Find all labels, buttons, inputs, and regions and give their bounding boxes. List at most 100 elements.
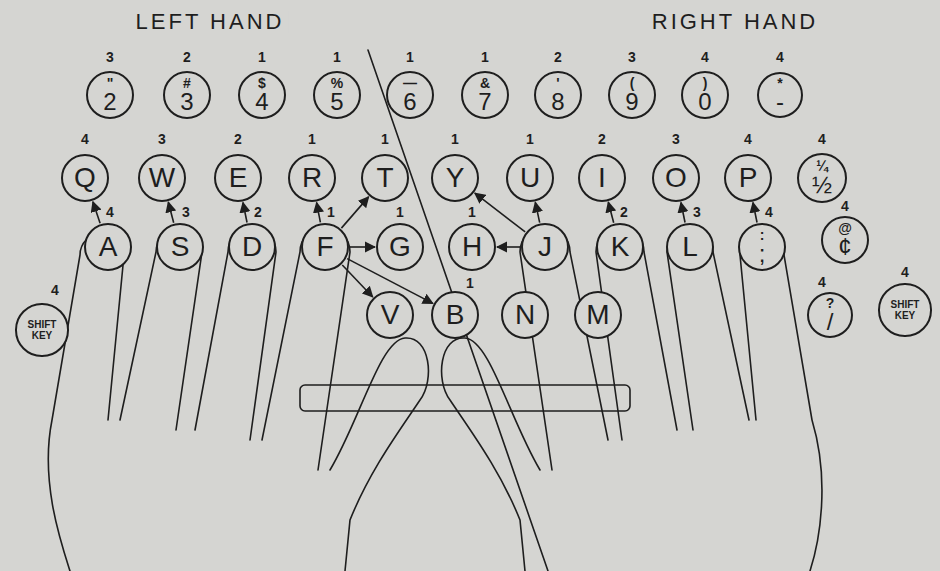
hand-heading: RIGHT HAND [648, 11, 823, 33]
key-legend: * [777, 76, 782, 90]
key-legend: A [99, 233, 118, 261]
key-cap: R [288, 154, 336, 202]
key-legend: ¼ [816, 159, 828, 173]
reach-arrow [497, 246, 520, 248]
key-legend: — [403, 76, 417, 90]
key-cap: P [724, 154, 772, 202]
reach-arrow [681, 203, 685, 223]
key-legend: 4 [255, 90, 268, 114]
reach-arrow [753, 203, 757, 223]
finger-number: 1 [449, 132, 461, 146]
key-legend: O [665, 164, 687, 192]
key-legend: E [229, 164, 248, 192]
key-cap: SHIFT KEY [878, 283, 932, 337]
key-cap: D [228, 223, 276, 271]
finger-number: 3 [670, 132, 682, 146]
key-legend: ) [703, 76, 708, 90]
key-legend: 7 [478, 90, 491, 114]
left-hand [48, 227, 428, 571]
finger-number: 1 [325, 205, 337, 219]
finger-number: 4 [774, 50, 786, 64]
key-legend: L [682, 233, 698, 261]
key-cap: V [366, 291, 414, 339]
key-cap: H [448, 223, 496, 271]
finger-number: 1 [379, 132, 391, 146]
key-cap: ?/ [807, 292, 854, 339]
key-cap: ¼½ [797, 153, 848, 204]
finger-number: 4 [79, 132, 91, 146]
key-legend: S [171, 233, 190, 261]
finger-number: 1 [331, 50, 343, 64]
finger-number: 1 [256, 50, 268, 64]
key-cap: '8 [534, 71, 582, 119]
key-legend: ( [630, 76, 635, 90]
key-legend: Q [74, 164, 96, 192]
finger-number: 1 [394, 205, 406, 219]
key-cap: O [652, 154, 700, 202]
key-legend: D [242, 233, 262, 261]
finger-number: 3 [626, 50, 638, 64]
key-legend: V [381, 301, 400, 329]
key-legend: ¢ [838, 235, 851, 259]
key-legend: ½ [812, 173, 832, 197]
finger-number: 4 [763, 205, 775, 219]
key-cap: SHIFT KEY [15, 303, 69, 357]
key-legend: 2 [103, 90, 116, 114]
key-legend: " [107, 76, 114, 90]
key-cap: Q [61, 154, 109, 202]
reach-arrow [535, 202, 539, 222]
key-cap: G [376, 223, 424, 271]
key-legend: B [446, 301, 465, 329]
hand-heading: LEFT HAND [132, 11, 289, 33]
key-legend: T [376, 164, 393, 192]
key-cap: L [666, 223, 714, 271]
key-cap: N [501, 291, 549, 339]
finger-number: 2 [232, 132, 244, 146]
key-legend: 0 [698, 90, 711, 114]
space-bar [300, 385, 630, 411]
key-cap: E [214, 154, 262, 202]
reach-arrow [168, 202, 173, 223]
key-legend: K [611, 233, 630, 261]
reach-arrow [93, 202, 100, 224]
key-cap: *- [757, 72, 804, 119]
finger-number: 4 [839, 199, 851, 213]
key-cap: Y [431, 154, 479, 202]
finger-number: 1 [466, 205, 478, 219]
finger-number: 3 [691, 205, 703, 219]
finger-number: 1 [464, 276, 476, 290]
key-cap: —6 [386, 71, 434, 119]
finger-number: 1 [306, 132, 318, 146]
key-legend: 9 [625, 90, 638, 114]
key-legend: H [462, 233, 482, 261]
key-cap: "2 [86, 71, 134, 119]
key-cap: K [596, 223, 644, 271]
key-legend: $ [258, 76, 266, 90]
right-hand [442, 227, 822, 571]
key-legend: Y [446, 164, 465, 192]
key-legend: / [827, 310, 834, 334]
divider-line [368, 50, 548, 571]
finger-number: 4 [104, 205, 116, 219]
finger-number: 2 [596, 132, 608, 146]
key-legend: & [480, 76, 490, 90]
finger-number: 3 [180, 205, 192, 219]
finger-number: 2 [252, 205, 264, 219]
finger-number: 1 [479, 50, 491, 64]
key-cap: M [574, 291, 622, 339]
finger-number: 1 [404, 50, 416, 64]
finger-number: 4 [699, 50, 711, 64]
finger-number: 4 [742, 132, 754, 146]
key-legend: 3 [180, 90, 193, 114]
reach-arrow [341, 197, 368, 228]
finger-number: 2 [618, 205, 630, 219]
key-legend: - [776, 90, 784, 114]
key-legend: % [331, 76, 343, 90]
finger-number: 4 [816, 275, 828, 289]
key-cap: F [301, 223, 349, 271]
key-legend: # [183, 76, 191, 90]
key-legend: SHIFT KEY [22, 319, 62, 341]
finger-number: 3 [104, 50, 116, 64]
key-cap: W [138, 154, 186, 202]
key-legend: M [586, 301, 609, 329]
